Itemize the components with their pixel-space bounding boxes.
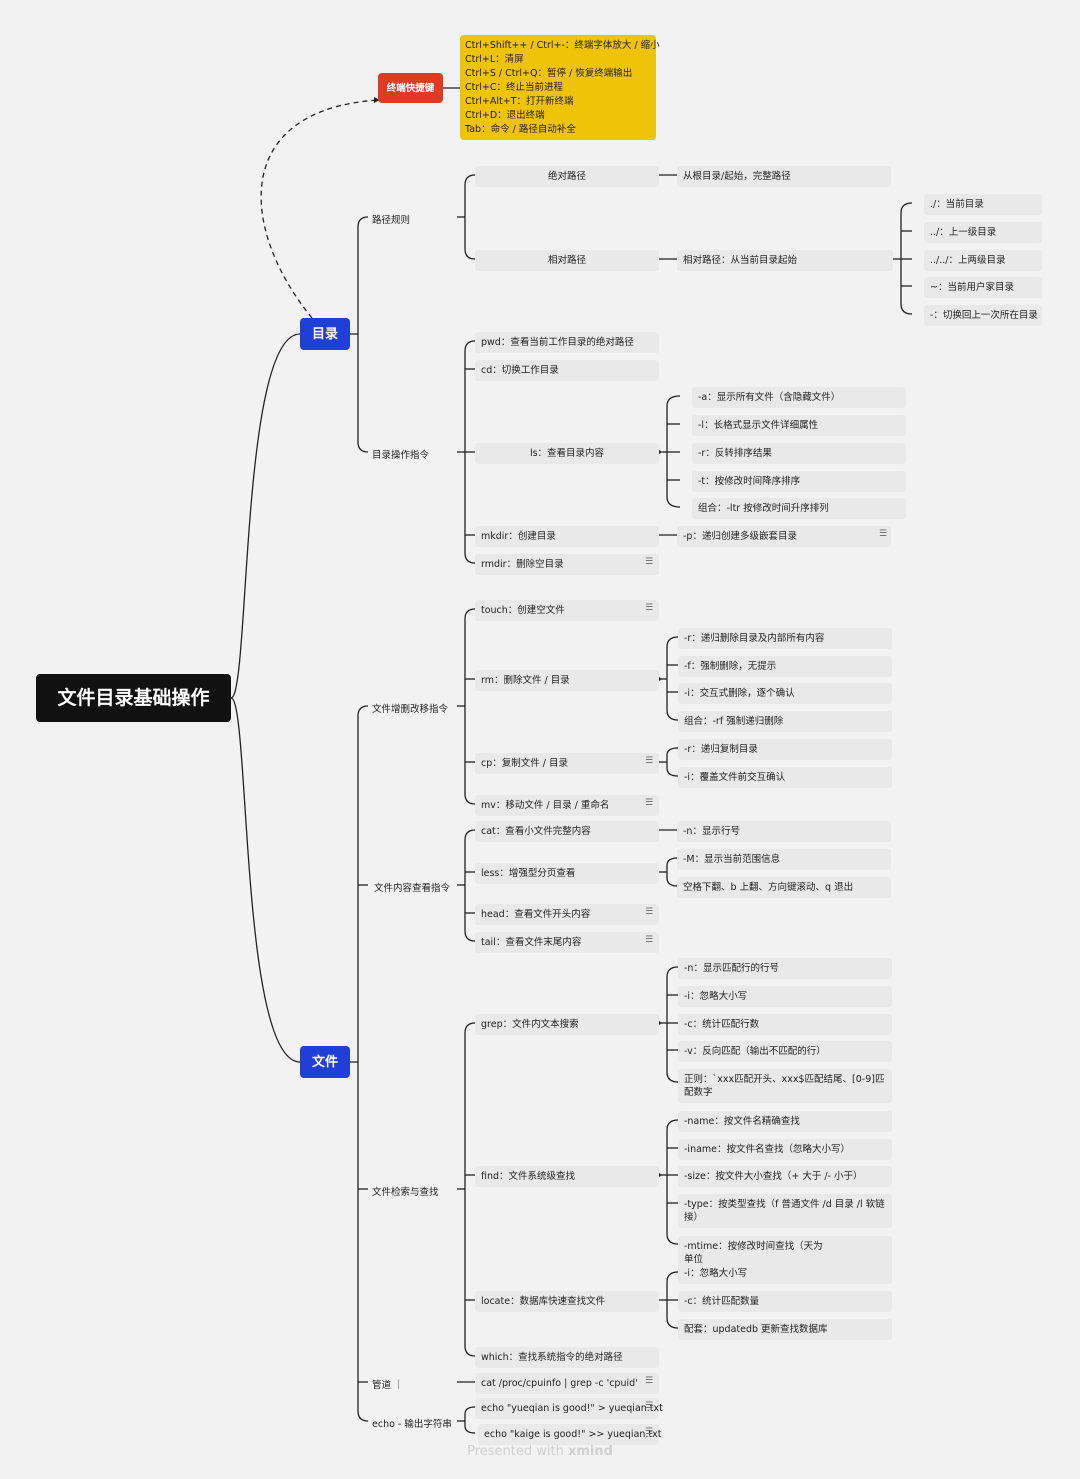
- less-option[interactable]: -M：显示当前范围信息: [677, 849, 891, 870]
- shortcut-list[interactable]: Ctrl+Shift++ / Ctrl+-：终端字体放大 / 缩小 Ctrl+L…: [460, 35, 660, 140]
- grep-option[interactable]: 正则：`xxx匹配开头、xxx$匹配结尾、[0-9]匹配数字: [678, 1069, 892, 1103]
- less-option[interactable]: 空格下翻、b 上翻、方向键滚动、q 退出: [677, 877, 891, 898]
- topic-relative-path[interactable]: 相对路径: [475, 250, 659, 271]
- cmd-mkdir[interactable]: mkdir：创建目录: [475, 526, 659, 547]
- cmd-head[interactable]: head：查看文件开头内容: [475, 904, 659, 925]
- locate-option[interactable]: -c：统计匹配数量: [678, 1291, 892, 1312]
- cp-option[interactable]: -i：覆盖文件前交互确认: [678, 767, 892, 788]
- cmd-find[interactable]: find：文件系统级查找: [475, 1166, 659, 1187]
- topic-pipe[interactable]: 管道 ｜: [372, 1380, 404, 1391]
- rm-option[interactable]: 组合：-rf 强制递归删除: [678, 711, 892, 732]
- shortcut-line: Ctrl+Shift++ / Ctrl+-：终端字体放大 / 缩小: [465, 40, 660, 51]
- cmd-cat[interactable]: cat：查看小文件完整内容: [475, 821, 659, 842]
- relative-item[interactable]: -：切换回上一次所在目录: [924, 305, 1042, 326]
- locate-option[interactable]: 配套：updatedb 更新查找数据库: [678, 1319, 892, 1340]
- shortcut-line: Tab：命令 / 路径自动补全: [465, 124, 576, 135]
- watermark: Presented with xmind: [0, 1444, 1080, 1459]
- grep-option[interactable]: -i：忽略大小写: [678, 986, 892, 1007]
- ls-option[interactable]: 组合：-ltr 按修改时间升序排列: [692, 498, 906, 519]
- root-topic[interactable]: 文件目录基础操作: [36, 674, 231, 722]
- ls-option[interactable]: -a：显示所有文件（含隐藏文件）: [692, 387, 906, 408]
- note-icon[interactable]: ☰: [645, 603, 654, 613]
- cmd-tail[interactable]: tail：查看文件末尾内容: [475, 932, 659, 953]
- relative-item[interactable]: ./：当前目录: [924, 194, 1042, 215]
- topic-file-search[interactable]: 文件检索与查找: [372, 1187, 439, 1198]
- cmd-grep[interactable]: grep：文件内文本搜索: [475, 1014, 659, 1035]
- rm-option[interactable]: -r：递归删除目录及内部所有内容: [678, 628, 892, 649]
- echo-example[interactable]: echo "yueqian is good!" > yueqian.txt: [475, 1398, 663, 1419]
- shortcut-line: Ctrl+C：终止当前进程: [465, 82, 563, 93]
- find-option[interactable]: -name：按文件名精确查找: [678, 1111, 892, 1132]
- rm-option[interactable]: -f：强制删除，无提示: [678, 656, 892, 677]
- grep-option[interactable]: -n：显示匹配行的行号: [678, 958, 892, 979]
- note-icon[interactable]: ☰: [645, 557, 654, 567]
- cmd-mv[interactable]: mv：移动文件 / 目录 / 重命名: [475, 795, 659, 816]
- shortcut-line: Ctrl+Alt+T：打开新终端: [465, 96, 574, 107]
- cp-option[interactable]: -r：递归复制目录: [678, 739, 892, 760]
- topic-absolute-path[interactable]: 绝对路径: [475, 166, 659, 187]
- topic-echo[interactable]: echo - 输出字符串: [372, 1419, 452, 1430]
- cmd-locate[interactable]: locate：数据库快速查找文件: [475, 1291, 659, 1312]
- shortcut-line: Ctrl+D：退出终端: [465, 110, 545, 121]
- topic-relative-path-detail[interactable]: 相对路径：从当前目录起始: [677, 250, 893, 271]
- note-icon[interactable]: ☰: [645, 907, 654, 917]
- shortcut-tag[interactable]: 终端快捷键: [378, 73, 443, 103]
- branch-directory[interactable]: 目录: [300, 318, 350, 350]
- note-icon[interactable]: ☰: [879, 529, 888, 539]
- ls-option[interactable]: -r：反转排序结果: [692, 443, 906, 464]
- find-option[interactable]: -type：按类型查找（f 普通文件 /d 目录 /l 软链接）: [678, 1194, 892, 1228]
- cmd-pwd[interactable]: pwd：查看当前工作目录的绝对路径: [475, 332, 659, 353]
- cmd-less[interactable]: less：增强型分页查看: [475, 863, 659, 884]
- branch-file[interactable]: 文件: [300, 1046, 350, 1078]
- relative-item[interactable]: ~：当前用户家目录: [924, 277, 1042, 298]
- topic-path-rules[interactable]: 路径规则: [372, 215, 411, 226]
- shortcut-line: Ctrl+L：清屏: [465, 54, 524, 65]
- note-icon[interactable]: ☰: [645, 935, 654, 945]
- ls-option[interactable]: -l：长格式显示文件详细属性: [692, 415, 906, 436]
- find-option[interactable]: -iname：按文件名查找（忽略大小写）: [678, 1139, 892, 1160]
- cmd-ls[interactable]: ls：查看目录内容: [475, 443, 659, 464]
- note-icon[interactable]: ☰: [645, 1376, 654, 1386]
- cmd-rmdir[interactable]: rmdir：删除空目录: [475, 554, 659, 575]
- watermark-brand: xmind: [567, 1444, 613, 1459]
- mkdir-option[interactable]: -p：递归创建多级嵌套目录: [677, 526, 891, 547]
- relative-item[interactable]: ../../：上两级目录: [924, 250, 1042, 271]
- cmd-rm[interactable]: rm：删除文件 / 目录: [475, 670, 659, 691]
- cat-option[interactable]: -n：显示行号: [677, 821, 891, 842]
- rm-option[interactable]: -i：交互式删除，逐个确认: [678, 683, 892, 704]
- cmd-which[interactable]: which：查找系统指令的绝对路径: [475, 1347, 659, 1368]
- grep-option[interactable]: -c：统计匹配行数: [678, 1014, 892, 1035]
- pipe-example[interactable]: cat /proc/cpuinfo | grep -c 'cpuid': [475, 1373, 659, 1394]
- cmd-touch[interactable]: touch：创建空文件: [475, 600, 659, 621]
- note-icon[interactable]: ☰: [645, 1401, 654, 1411]
- locate-option[interactable]: -i：忽略大小写: [678, 1263, 892, 1284]
- watermark-prefix: Presented with: [467, 1444, 568, 1459]
- shortcut-line: Ctrl+S / Ctrl+Q：暂停 / 恢复终端输出: [465, 68, 633, 79]
- echo-example[interactable]: echo "kaige is good!" >> yueqian.txt: [478, 1424, 662, 1445]
- topic-file-crud[interactable]: 文件增删改移指令: [372, 704, 449, 715]
- relative-item[interactable]: ../：上一级目录: [924, 222, 1042, 243]
- ls-option[interactable]: -t：按修改时间降序排序: [692, 471, 906, 492]
- cmd-cp[interactable]: cp：复制文件 / 目录: [475, 753, 659, 774]
- note-icon[interactable]: ☰: [645, 1427, 654, 1437]
- topic-dir-commands[interactable]: 目录操作指令: [372, 450, 430, 461]
- topic-file-view[interactable]: 文件内容查看指令: [374, 883, 451, 894]
- note-icon[interactable]: ☰: [645, 798, 654, 808]
- find-option[interactable]: -size：按文件大小查找（+ 大于 /- 小于）: [678, 1166, 892, 1187]
- grep-option[interactable]: -v：反向匹配（输出不匹配的行）: [678, 1041, 892, 1062]
- topic-absolute-path-detail[interactable]: 从根目录/起始，完整路径: [677, 166, 891, 187]
- cmd-cd[interactable]: cd：切换工作目录: [475, 360, 659, 381]
- note-icon[interactable]: ☰: [645, 756, 654, 766]
